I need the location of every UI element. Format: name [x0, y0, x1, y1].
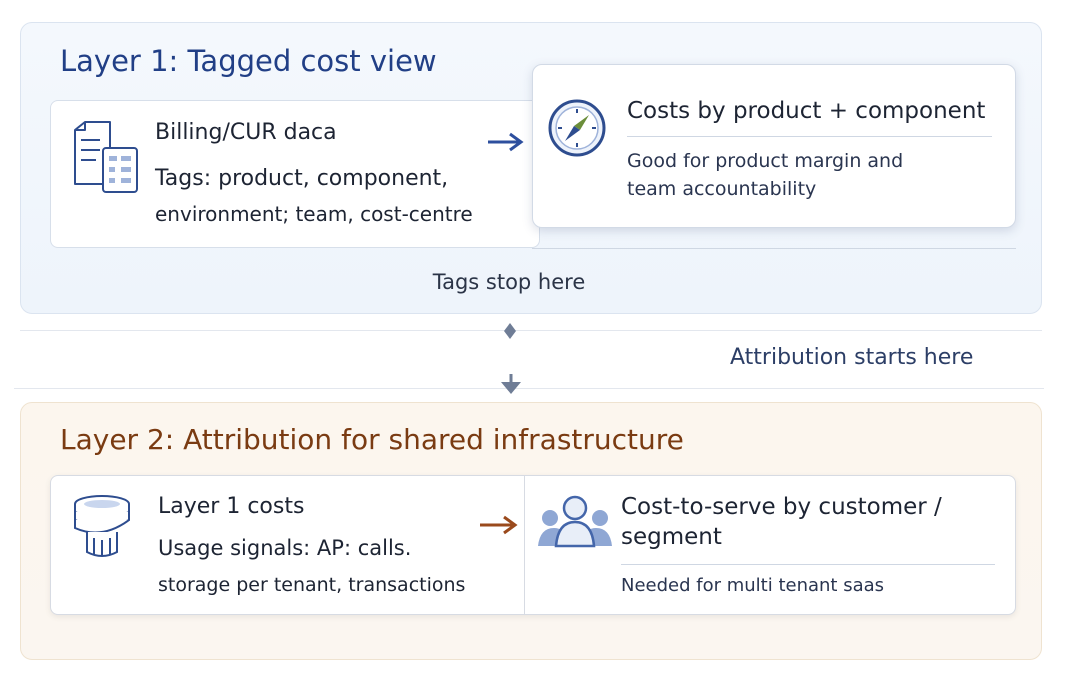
attribution-card-divider: [524, 476, 525, 614]
product-cost-divider: [627, 136, 992, 137]
layer1-arrow-icon: [488, 132, 524, 152]
cost-to-serve-note: Needed for multi tenant saas: [621, 575, 885, 596]
billing-source-heading: Billing/CUR daca: [155, 120, 337, 145]
layer1-costs-heading: Layer 1 costs: [158, 494, 305, 519]
cost-to-serve-heading-line2: segment: [621, 524, 722, 550]
compass-icon: [548, 99, 606, 157]
product-cost-heading: Costs by product + component: [627, 98, 986, 124]
layer2-title: Layer 2: Attribution for shared infrastr…: [60, 423, 684, 456]
layer1-bottom-rule: [532, 248, 1016, 249]
layer2-arrow-icon: [480, 515, 518, 535]
database-icon: [74, 495, 130, 557]
tags-stop-label: Tags stop here: [432, 270, 586, 294]
usage-signals-line1: Usage signals: AP: calls.: [158, 536, 412, 560]
layer1-title: Layer 1: Tagged cost view: [60, 44, 437, 78]
billing-tags-line2: environment; team, cost-centre: [155, 202, 473, 226]
transition-bottom-rule: [14, 388, 1044, 389]
attribution-start-label: Attribution starts here: [730, 345, 974, 370]
cost-to-serve-heading-line1: Cost-to-serve by customer /: [621, 494, 942, 520]
transition-diamond-icon: [504, 323, 516, 339]
product-cost-card: [532, 64, 1016, 228]
down-arrow-icon: [501, 374, 521, 394]
document-icon: [74, 121, 138, 193]
product-cost-note-line1: Good for product margin and: [627, 150, 904, 172]
attribution-card: [50, 475, 1016, 615]
cost-to-serve-divider: [621, 564, 995, 565]
billing-tags-line1: Tags: product, component,: [155, 166, 449, 191]
users-icon: [538, 495, 612, 548]
transition-top-rule: [20, 330, 1042, 331]
product-cost-note-line2: team accountability: [627, 178, 817, 200]
usage-signals-line2: storage per tenant, transactions: [158, 574, 466, 596]
